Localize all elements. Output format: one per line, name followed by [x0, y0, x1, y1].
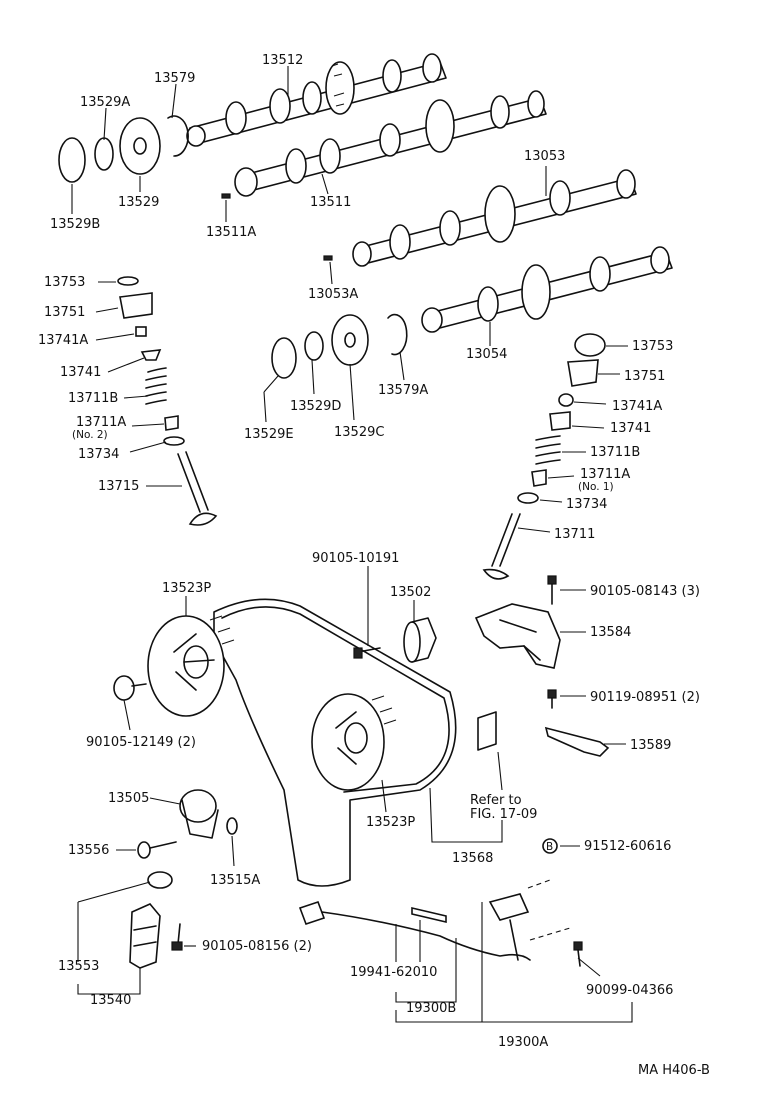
camshaft-13054	[421, 246, 673, 333]
bolt-90105-08156	[171, 923, 183, 951]
pulley-13523P-right	[311, 693, 397, 791]
label-13579A: 13579A	[378, 383, 428, 398]
label-90119-08951: 90119-08951 (2)	[590, 690, 700, 705]
label-90099-04366: 90099-04366	[586, 983, 673, 998]
label-19300B: 19300B	[406, 1001, 456, 1016]
label-refer-line2: FIG. 17-09	[470, 807, 537, 822]
label-13711B-left: 13711B	[68, 391, 118, 406]
label-13511A: 13511A	[206, 225, 256, 240]
label-13540: 13540	[90, 993, 131, 1008]
label-90105-10191: 90105-10191	[312, 551, 399, 566]
label-13511: 13511	[310, 195, 351, 210]
bolt-90105-08143	[547, 575, 557, 605]
camshaft-13512	[186, 53, 447, 147]
label-13505: 13505	[108, 791, 149, 806]
label-13512: 13512	[262, 53, 303, 68]
pin-13053A	[323, 255, 333, 261]
label-13584: 13584	[590, 625, 631, 640]
label-13529A: 13529A	[80, 95, 130, 110]
label-90105-08156: 90105-08156 (2)	[202, 939, 312, 954]
gear-13529	[119, 117, 161, 175]
label-13711A-right-sub: (No. 1)	[578, 481, 614, 493]
ring-13529E	[271, 337, 297, 379]
label-13529B: 13529B	[50, 217, 100, 232]
label-13751-right: 13751	[624, 369, 665, 384]
label-13529E: 13529E	[244, 427, 294, 442]
label-91512-60616: 91512-60616	[584, 839, 671, 854]
b-marker: B	[542, 838, 558, 854]
label-13711A-left-sub: (No. 2)	[72, 429, 108, 441]
belt-cover-fragment	[477, 711, 497, 751]
bolt-90105-12149	[113, 675, 147, 701]
bolt-90119-08951	[547, 689, 557, 709]
part-labels: 13512 13579 13529A 13529B 13529 13511 13…	[38, 53, 710, 1078]
camshaft-13053	[352, 169, 637, 267]
label-13529D: 13529D	[290, 399, 341, 414]
label-13753-left: 13753	[44, 275, 85, 290]
label-refer-line1: Refer to	[470, 793, 522, 808]
label-13579: 13579	[154, 71, 195, 86]
label-13556: 13556	[68, 843, 109, 858]
label-13741-right: 13741	[610, 421, 651, 436]
label-13568: 13568	[452, 851, 493, 866]
bracket-13584	[474, 603, 561, 669]
label-13589: 13589	[630, 738, 671, 753]
label-13053: 13053	[524, 149, 565, 164]
label-13053A: 13053A	[308, 287, 358, 302]
footer-code: MA H406-B	[638, 1063, 710, 1078]
label-13734-right: 13734	[566, 497, 607, 512]
label-13741A-left: 13741A	[38, 333, 88, 348]
sensor-13540	[129, 903, 161, 969]
label-13523P-top: 13523P	[162, 581, 211, 596]
label-19300A: 19300A	[498, 1035, 548, 1050]
gear-13529C	[331, 314, 369, 366]
label-13502: 13502	[390, 585, 431, 600]
label-13054: 13054	[466, 347, 507, 362]
label-90105-12149: 90105-12149 (2)	[86, 735, 196, 750]
label-13715: 13715	[98, 479, 139, 494]
tensioner-13505	[179, 789, 219, 839]
b-marker-letter: B	[546, 841, 553, 853]
label-90105-08143: 90105-08143 (3)	[590, 584, 700, 599]
label-13529: 13529	[118, 195, 159, 210]
harness-19300	[298, 879, 583, 967]
ring-13529A	[94, 137, 114, 171]
bolt-90105-10191	[353, 647, 381, 659]
pulley-13523P-left	[147, 615, 235, 717]
valve-assembly-left	[117, 276, 218, 526]
label-19941-62010: 19941-62010	[350, 965, 437, 980]
label-13711A-right: 13711A	[580, 467, 630, 482]
clip-13579	[167, 115, 189, 157]
ring-13529D	[304, 331, 324, 361]
label-13734-left: 13734	[78, 447, 119, 462]
label-13553: 13553	[58, 959, 99, 974]
plate-13589	[544, 726, 610, 757]
label-13529C: 13529C	[334, 425, 384, 440]
washer-13515A	[226, 817, 238, 835]
timing-belt-13568	[213, 598, 457, 887]
valve-assembly-right	[482, 333, 606, 580]
cap-13553	[147, 871, 173, 889]
leader-lines	[71, 66, 633, 1023]
bolt-13556	[137, 841, 177, 859]
label-13711B-right: 13711B	[590, 445, 640, 460]
ring-13529B	[58, 137, 86, 183]
label-13741-left: 13741	[60, 365, 101, 380]
label-13523P-mid: 13523P	[366, 815, 415, 830]
label-13751-left: 13751	[44, 305, 85, 320]
label-13711A-left: 13711A	[76, 415, 126, 430]
label-13711: 13711	[554, 527, 595, 542]
clip-13579A	[387, 313, 408, 356]
pin-13511A	[221, 193, 231, 199]
label-13753-right: 13753	[632, 339, 673, 354]
label-13741A-right: 13741A	[612, 399, 662, 414]
idler-13502	[403, 617, 437, 663]
camshaft-13511	[234, 90, 547, 197]
label-13515A: 13515A	[210, 873, 260, 888]
